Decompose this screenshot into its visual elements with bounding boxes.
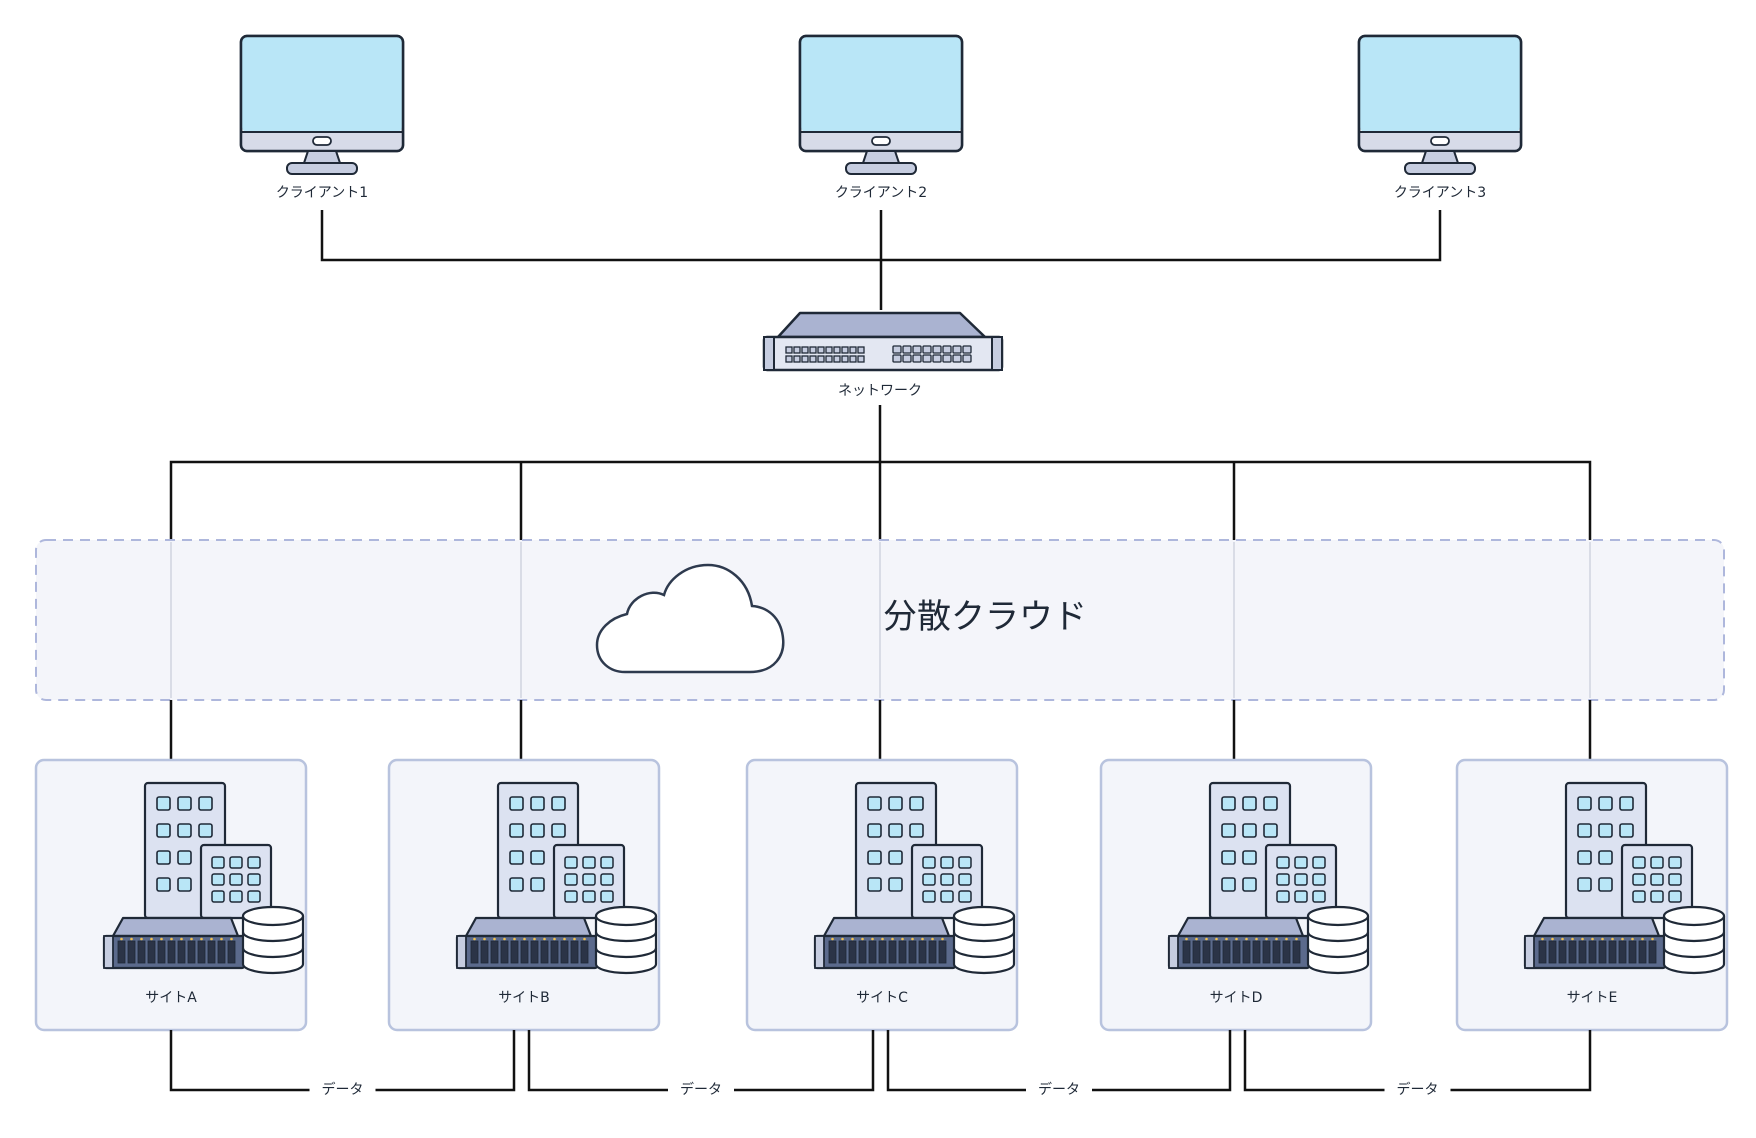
- site-c: サイトC: [745, 758, 1019, 1032]
- database-icon: [1662, 905, 1726, 975]
- client-label: クライアント1: [276, 185, 368, 201]
- site-a: サイトA: [34, 758, 308, 1032]
- clients: クライアント1 クライアント2 クライアント3: [239, 34, 1523, 201]
- data-link-label: データ: [1397, 1081, 1439, 1098]
- server-icon: [1523, 916, 1667, 970]
- site-b: サイトB: [387, 758, 661, 1032]
- server-icon: [813, 916, 957, 970]
- data-link-1: データ: [169, 1030, 516, 1098]
- sites: サイトA サイトB サイトC サイトD サイトE: [34, 758, 1729, 1032]
- network-label: ネットワーク: [838, 383, 922, 399]
- database-icon: [594, 905, 658, 975]
- site-d: サイトD: [1099, 758, 1373, 1032]
- building-icon: [1208, 781, 1338, 920]
- data-link-2: データ: [527, 1030, 875, 1098]
- switch-icon: [762, 311, 1004, 372]
- data-link-label: データ: [1038, 1081, 1080, 1098]
- server-icon: [102, 916, 246, 970]
- building-icon: [854, 781, 984, 920]
- client-2: クライアント2: [798, 34, 964, 201]
- monitor-icon: [1357, 34, 1523, 175]
- monitor-icon: [798, 34, 964, 175]
- building-icon: [143, 781, 273, 920]
- client-network-connectors: [169, 210, 1592, 540]
- client-label: クライアント3: [1394, 185, 1486, 201]
- cloud-icon: [595, 563, 785, 674]
- data-link-label: データ: [680, 1081, 722, 1098]
- server-icon: [1167, 916, 1311, 970]
- client-1: クライアント1: [239, 34, 405, 201]
- client-label: クライアント2: [835, 185, 927, 201]
- site-label: サイトE: [1567, 990, 1618, 1006]
- cloud-band: 分散クラウド: [35, 539, 1725, 701]
- data-link-4: データ: [1243, 1030, 1592, 1098]
- database-icon: [1306, 905, 1370, 975]
- data-link-3: データ: [886, 1030, 1232, 1098]
- database-icon: [952, 905, 1016, 975]
- network-switch: ネットワーク: [762, 311, 1004, 399]
- site-label: サイトA: [145, 990, 197, 1006]
- data-links: データ データ データ データ: [169, 1030, 1592, 1098]
- cloud-label: 分散クラウド: [883, 597, 1087, 637]
- data-link-label: データ: [322, 1081, 364, 1098]
- site-e: サイトE: [1455, 758, 1729, 1032]
- monitor-icon: [239, 34, 405, 175]
- site-label: サイトC: [856, 990, 908, 1006]
- site-label: サイトB: [498, 990, 550, 1006]
- site-label: サイトD: [1210, 990, 1263, 1006]
- client-3: クライアント3: [1357, 34, 1523, 201]
- building-icon: [1564, 781, 1694, 920]
- server-icon: [455, 916, 599, 970]
- database-icon: [241, 905, 305, 975]
- cloud-site-connectors: [169, 700, 1592, 760]
